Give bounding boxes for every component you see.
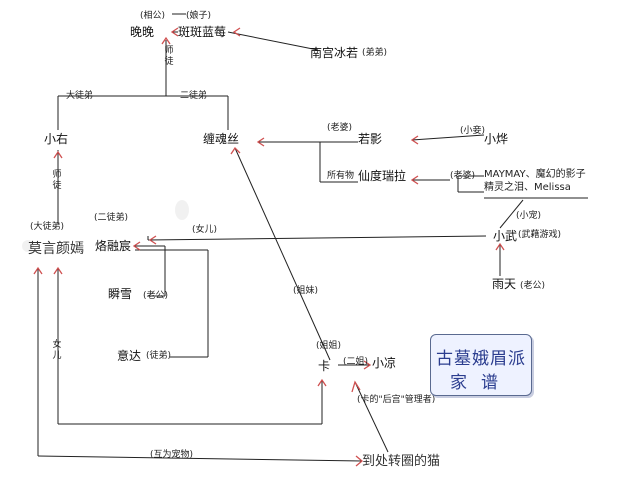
label-didi: (弟弟) (362, 48, 388, 58)
label-tudi: (徒弟) (146, 351, 172, 361)
arrow-head-icon (410, 175, 419, 185)
member-yutian: 雨天 (492, 277, 517, 291)
arrow-head-icon (363, 360, 372, 370)
arrow-head-icon (230, 146, 241, 155)
member-cat: 到处转圈的猫 (362, 454, 441, 469)
title-line-1: 古墓娥眉派 (436, 349, 526, 369)
member-banban: 斑斑蓝莓 (178, 25, 227, 39)
arrow-head-icon (232, 27, 241, 37)
member-jingling: 精灵之泪、Melissa (484, 182, 571, 193)
member-xiaoye: 小烨 (484, 132, 509, 146)
member-wanwan: 晚晚 (130, 25, 155, 39)
label-laogong2: (老公) (520, 281, 546, 291)
smudge-mark (175, 200, 189, 220)
label-laopo1: (老婆) (327, 123, 353, 133)
connector-line (37, 455, 363, 462)
label-nver-vertical: 女儿 (52, 340, 62, 361)
connector-line (354, 381, 389, 453)
member-xiaowu: 小武 (493, 229, 518, 243)
title-box: 古墓娥眉派 家谱 (430, 334, 532, 396)
member-shunxue: 瞬雪 (108, 287, 133, 301)
arrow-head-icon (53, 150, 63, 159)
label-jiejie: (姐姐) (316, 341, 342, 351)
arrow-head-icon (256, 137, 265, 147)
connector-line (499, 199, 524, 229)
label-shitu2: 师徒 (52, 170, 62, 191)
arrow-head-icon (495, 242, 505, 251)
member-rongrong: 烙融宸 (95, 239, 132, 253)
arrow-head-icon (410, 135, 419, 145)
member-ka: 卡 (318, 359, 331, 373)
connector-line (227, 31, 319, 51)
smudge-mark (22, 240, 34, 252)
connector-line (234, 147, 331, 361)
arrow-head-icon (317, 378, 327, 387)
title-line-2: 家谱 (450, 373, 512, 393)
label-laogong1: (老公) (143, 291, 169, 301)
member-moyan: 莫言颜嫣 (28, 241, 84, 257)
label-huwei: (互为宠物) (150, 450, 194, 460)
label-shitu: 师徒 (164, 46, 174, 67)
arrow-head-icon (33, 266, 43, 275)
member-xiaoliang: 小凉 (372, 356, 397, 370)
label-houtong: (卡的"后宫"管理者) (357, 395, 436, 405)
label-erdi: 二徒弟 (180, 91, 208, 101)
connector-line (411, 134, 485, 141)
label-erjie: (二姐) (343, 357, 369, 367)
arrow-head-icon (148, 235, 157, 245)
label-nver: (女儿) (192, 225, 218, 235)
arrow-head-icon (170, 27, 179, 37)
arrow-head-icon (161, 36, 171, 45)
label-erdi2: (二徒弟) (94, 213, 129, 223)
arrow-head-icon (53, 266, 63, 275)
member-ruoying: 若影 (358, 132, 383, 146)
member-xiandu: 仙度瑞拉 (358, 169, 407, 183)
connector-line (147, 235, 487, 241)
label-jiemei: (姐妹) (293, 286, 319, 296)
member-xiaoyou: 小右 (44, 132, 69, 146)
label-dadi2: (大徒弟) (30, 222, 65, 232)
label-dadi: 大徒弟 (66, 91, 94, 101)
member-yida: 意达 (117, 349, 142, 363)
member-nangong: 南宫冰若 (310, 46, 359, 60)
label-xiaochong: (小宠) (516, 211, 542, 221)
label-wuji: (武藉游戏) (518, 230, 562, 240)
arrow-head-icon (132, 241, 141, 251)
member-chanhunsi: 缠魂丝 (203, 132, 240, 146)
arrow-head-icon (355, 455, 364, 467)
label-laopo2: (老婆) (450, 171, 476, 181)
label-suoyouwu: 所有物 (327, 171, 355, 181)
label-xianggong: (相公) (140, 11, 166, 21)
member-maymay: MAYMAY、魔幻的影子 (484, 169, 586, 180)
label-niangzi: (娘子) (186, 11, 212, 21)
label-xiaoqie: (小妾) (460, 126, 486, 136)
arrow-head-icon (351, 380, 361, 393)
